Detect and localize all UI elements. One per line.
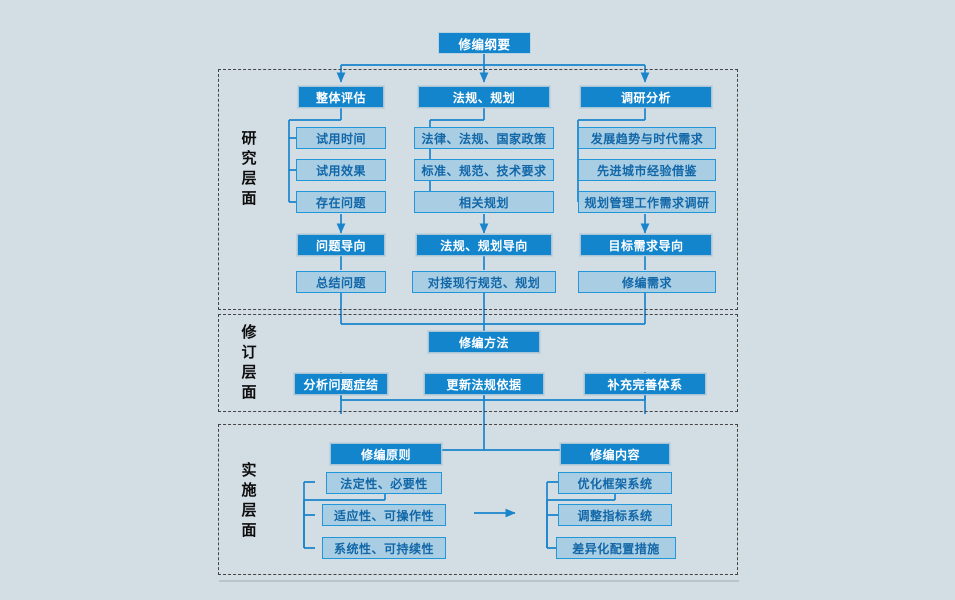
node-outcome-revision-demand[interactable]: 修编需求 xyxy=(578,271,716,293)
label-char: 研 xyxy=(241,129,257,147)
section-research-label: 研 究 层 面 xyxy=(238,128,260,208)
node-content-item[interactable]: 差异化配置措施 xyxy=(556,537,676,559)
node-research-item[interactable]: 试用时间 xyxy=(296,127,386,149)
node-revision-method-header[interactable]: 修编方法 xyxy=(428,331,540,353)
label-char: 订 xyxy=(241,343,257,361)
label-char: 面 xyxy=(241,383,257,401)
node-method-supplement[interactable]: 补充完善体系 xyxy=(584,373,706,395)
node-content-item[interactable]: 调整指标系统 xyxy=(558,504,672,526)
node-research-item[interactable]: 试用效果 xyxy=(296,159,386,181)
node-orientation-regulation[interactable]: 法规、规划导向 xyxy=(416,234,552,256)
node-research-item[interactable]: 存在问题 xyxy=(296,191,386,213)
label-char: 层 xyxy=(241,363,257,381)
node-column-header-survey-analysis[interactable]: 调研分析 xyxy=(580,86,712,108)
node-principle-item[interactable]: 系统性、可持续性 xyxy=(322,537,446,559)
node-column-header-overall-assessment[interactable]: 整体评估 xyxy=(298,86,384,108)
label-char: 层 xyxy=(241,169,257,187)
node-research-item[interactable]: 发展趋势与时代需求 xyxy=(578,127,716,149)
label-char: 层 xyxy=(241,501,257,519)
node-outcome-align[interactable]: 对接现行规范、规划 xyxy=(412,271,556,293)
node-root-outline[interactable]: 修编纲要 xyxy=(438,32,531,54)
section-revision-label: 修 订 层 面 xyxy=(238,322,260,402)
section-research xyxy=(218,69,738,310)
node-research-item[interactable]: 法律、法规、国家政策 xyxy=(414,127,554,149)
section-implementation-label: 实 施 层 面 xyxy=(238,460,260,540)
label-char: 究 xyxy=(241,149,257,167)
label-char: 修 xyxy=(241,323,257,341)
node-revision-principles-header[interactable]: 修编原则 xyxy=(330,443,442,465)
node-column-header-regulations-planning[interactable]: 法规、规划 xyxy=(418,86,550,108)
node-research-item[interactable]: 标准、规范、技术要求 xyxy=(414,159,554,181)
node-research-item[interactable]: 规划管理工作需求调研 xyxy=(578,191,716,213)
node-method-analyze[interactable]: 分析问题症结 xyxy=(294,373,388,395)
label-char: 实 xyxy=(241,461,257,479)
node-outcome-summary[interactable]: 总结问题 xyxy=(296,271,386,293)
label-char: 面 xyxy=(241,521,257,539)
node-orientation-target-demand[interactable]: 目标需求导向 xyxy=(580,234,712,256)
label-char: 施 xyxy=(241,481,257,499)
section-implementation xyxy=(218,424,738,575)
node-revision-content-header[interactable]: 修编内容 xyxy=(560,443,670,465)
node-research-item[interactable]: 相关规划 xyxy=(414,191,554,213)
bottom-divider xyxy=(219,580,739,582)
label-char: 面 xyxy=(241,189,257,207)
node-method-update[interactable]: 更新法规依据 xyxy=(424,373,544,395)
node-principle-item[interactable]: 法定性、必要性 xyxy=(326,472,442,494)
section-revision xyxy=(218,314,738,412)
node-principle-item[interactable]: 适应性、可操作性 xyxy=(322,504,446,526)
node-research-item[interactable]: 先进城市经验借鉴 xyxy=(578,159,716,181)
node-content-item[interactable]: 优化框架系统 xyxy=(558,472,672,494)
node-orientation-problem[interactable]: 问题导向 xyxy=(297,234,385,256)
